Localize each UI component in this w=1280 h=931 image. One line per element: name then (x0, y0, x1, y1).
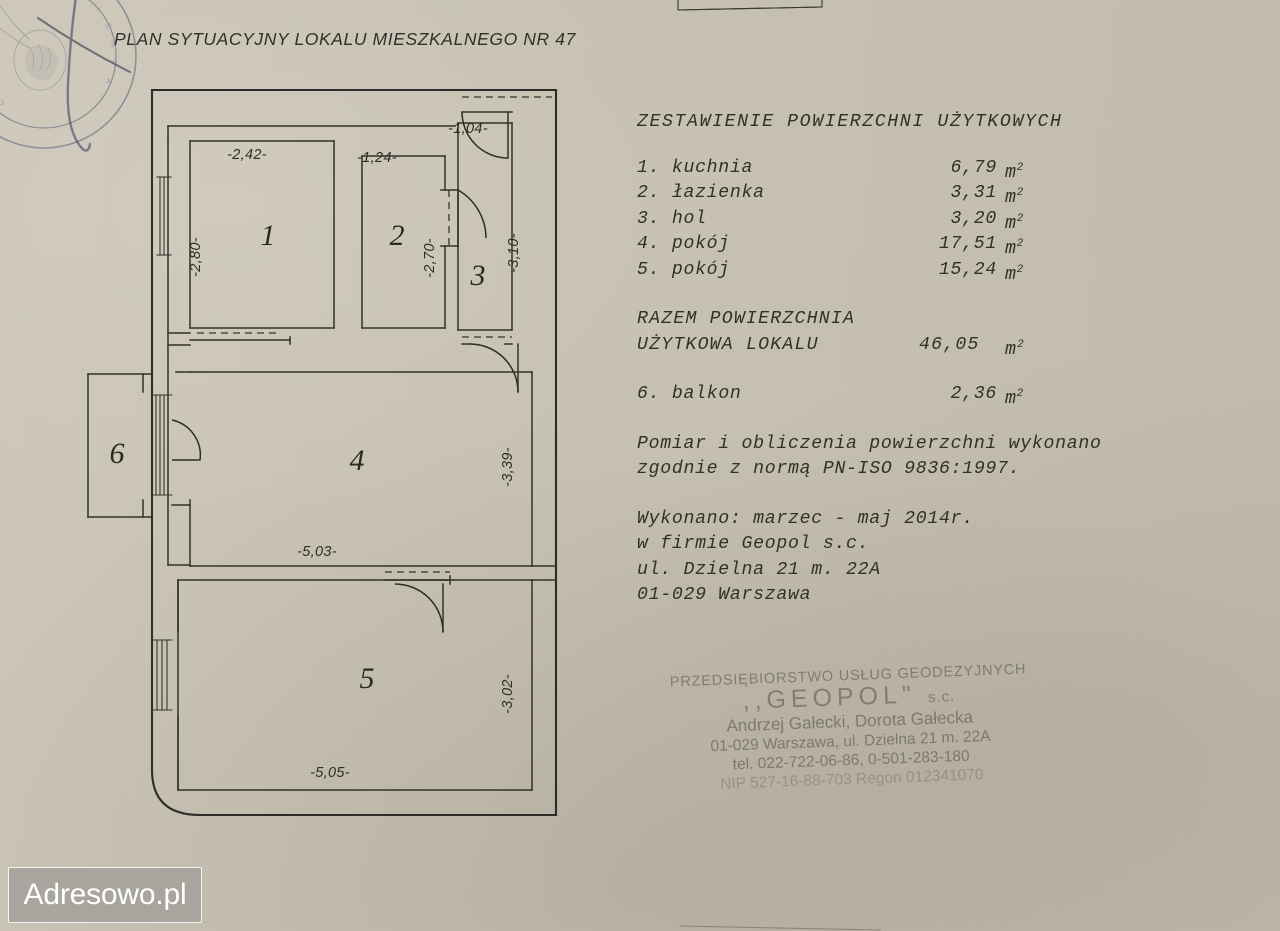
room-area-unit: m2 (1005, 212, 1024, 234)
room-number-6: 6 (110, 437, 125, 470)
balcony-door-swing (171, 419, 202, 461)
dimension-d-1-04: -1,04- (448, 121, 488, 137)
room-area-unit: m2 (1005, 238, 1024, 260)
execution-line1: Wykonano: marzec - maj 2014r. (637, 508, 974, 529)
balcony-area-unit: m2 (1005, 388, 1024, 410)
room-name: 3. hol (637, 208, 707, 229)
room-area-row: 4. pokój 17,51 m2 (637, 232, 1237, 259)
room-area-value: 3,31 (950, 183, 997, 203)
room-number-5: 5 (360, 662, 375, 695)
dimension-d-2-42: -2,42- (227, 147, 267, 163)
dimension-d-3-10: -3,10- (506, 233, 522, 273)
room-5-bedroom (177, 579, 533, 791)
room-number-2: 2 (390, 219, 405, 252)
dimension-d-2-80: -2,80- (188, 237, 204, 277)
total-area-unit: m2 (1005, 338, 1024, 360)
top-cropped-box (677, 0, 823, 11)
area-schedule: ZESTAWIENIE POWIERZCHNI UŻYTKOWYCH 1. ku… (637, 110, 1237, 609)
room-area-row: 5. pokój 15,24 m2 (637, 258, 1237, 285)
room-area-unit: m2 (1005, 161, 1024, 183)
room-number-4: 4 (350, 444, 365, 477)
room-4-living (167, 371, 533, 633)
room-3-hall (457, 96, 552, 393)
hall-room4-door-swing (469, 343, 519, 393)
entry-door-swing (461, 111, 509, 159)
room-name: 2. łazienka (637, 183, 765, 203)
room4-room5-door-swing (394, 583, 444, 633)
dimension-d-2-70: -2,70- (422, 238, 438, 278)
room-number-3: 3 (470, 259, 486, 292)
adresowo-watermark: Adresowo.pl (8, 867, 202, 923)
room-6-balcony (87, 373, 153, 518)
execution-line2: w firmie Geopol s.c. (637, 534, 870, 554)
window-opening-kitchen (156, 176, 172, 256)
room-area-value: 17,51 (938, 234, 997, 254)
execution-line4: 01-029 Warszawa (637, 585, 812, 605)
total-label-line1: RAZEM POWIERZCHNIA (637, 309, 856, 329)
room-name: 1. kuchnia (637, 157, 754, 178)
room-name: 4. pokój (637, 234, 730, 254)
room-1-kitchen (167, 140, 335, 346)
room-number-labels: 1 2 3 4 5 6 (110, 219, 486, 695)
standard-note-line1: Pomiar i obliczenia powierzchni wykonano (637, 433, 1102, 454)
room-area-row: 3. hol 3,20 m2 (637, 207, 1237, 234)
execution-line3: ul. Dzielna 21 m. 22A (637, 559, 881, 580)
balcony-area-value: 2,36 (950, 384, 997, 404)
dimension-d-3-39: -3,39- (500, 447, 516, 487)
page-title: PLAN SYTUACYJNY LOKALU MIESZKALNEGO NR 4… (114, 29, 576, 49)
area-schedule-heading: ZESTAWIENIE POWIERZCHNI UŻYTKOWYCH (637, 112, 1063, 132)
inner-walls-top (167, 125, 456, 139)
room-area-row: 2. łazienka 3,31 m2 (637, 181, 1237, 208)
stair-or-shaft-right (531, 565, 557, 581)
room-area-value: 6,79 (950, 157, 997, 178)
room-area-unit: m2 (1005, 263, 1024, 285)
dimension-d-1-24: -1,24- (357, 150, 397, 166)
total-row: UŻYTKOWA LOKALU 46,05 m2 (637, 333, 1237, 360)
outer-boundary (150, 88, 558, 817)
bottom-cropped-line (679, 925, 881, 931)
total-area-value: 46,05 (919, 334, 980, 355)
balcony-door-opening (151, 394, 173, 496)
standard-note-line2: zgodnie z normą PN-ISO 9836:1997. (637, 459, 1021, 479)
room-number-1: 1 (261, 219, 276, 252)
room-area-value: 15,24 (938, 259, 997, 280)
room-area-row: 1. kuchnia 6,79 m2 (637, 156, 1237, 183)
balcony-row: 6. balkon 2,36 m2 (637, 382, 1237, 409)
dimension-d-3-02: -3,02- (500, 674, 516, 714)
window-opening-room5 (151, 639, 173, 711)
room-name: 5. pokój (637, 259, 730, 280)
room-area-value: 3,20 (950, 208, 997, 229)
room-area-unit: m2 (1005, 187, 1024, 209)
bathroom-door-swing (457, 189, 487, 239)
left-exterior-wall (151, 89, 202, 771)
dimension-labels: -2,42- -2,80- -1,24- -2,70- -1,04- -3,10- -3,3… (188, 121, 522, 781)
watermark-label: Adresowo.pl (23, 878, 187, 911)
dimension-d-5-05: -5,05- (310, 765, 350, 781)
dimension-d-5-03: -5,03- (297, 544, 337, 560)
